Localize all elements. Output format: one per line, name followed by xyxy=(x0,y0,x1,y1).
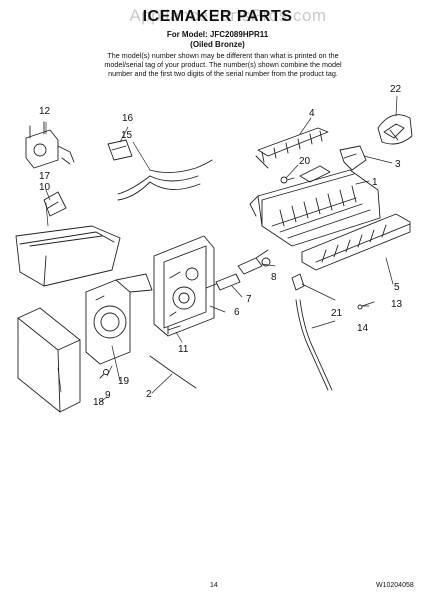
part-wire-harness xyxy=(149,355,197,389)
part-stripper-rail xyxy=(301,213,411,271)
part-screw-11 xyxy=(167,325,181,335)
callout-16: 16 xyxy=(122,113,134,124)
callout-15: 15 xyxy=(121,130,133,141)
callout-20: 20 xyxy=(299,156,311,167)
callout-2: 2 xyxy=(146,389,152,400)
callout-9: 9 xyxy=(105,390,111,401)
part-shutoff-arm xyxy=(339,145,367,171)
part-fill-bracket xyxy=(43,191,67,217)
callout-7: 7 xyxy=(246,294,252,305)
part-cover xyxy=(17,307,81,413)
part-water-valve xyxy=(25,121,75,169)
document-id: W10204058 xyxy=(376,582,414,589)
callout-6: 6 xyxy=(234,307,240,318)
model-line: For Model: JFC2089HPR11 xyxy=(166,30,269,39)
part-module xyxy=(85,273,153,365)
part-harness-15 xyxy=(117,159,213,201)
leader-lines xyxy=(45,95,398,403)
part-ejector xyxy=(255,127,329,169)
callout-8: 8 xyxy=(271,272,277,283)
callout-12: 12 xyxy=(39,106,51,117)
part-screw-13 xyxy=(357,301,375,310)
part-clamp xyxy=(107,139,133,161)
callout-19: 19 xyxy=(118,376,130,387)
callout-4: 4 xyxy=(309,108,315,119)
callout-labels: 1 2 3 4 5 6 7 8 9 10 11 12 13 14 15 16 1… xyxy=(39,84,403,408)
part-screw-20 xyxy=(280,176,295,184)
part-ice-bucket xyxy=(15,225,121,287)
callout-3: 3 xyxy=(395,159,401,170)
part-thermostat xyxy=(237,249,271,275)
part-fill-cup xyxy=(377,114,413,145)
callout-22: 22 xyxy=(390,84,402,95)
callout-14: 14 xyxy=(357,323,369,334)
finish-label: (Oiled Bronze) xyxy=(190,40,245,49)
part-screw-9 xyxy=(99,369,109,379)
part-shaft xyxy=(205,273,241,291)
callout-13: 13 xyxy=(391,299,403,310)
part-clip xyxy=(291,273,305,291)
callout-17: 17 xyxy=(39,171,51,182)
part-motor-housing xyxy=(153,235,215,337)
watermark: AppliancePartsPros.com xyxy=(129,6,327,25)
callout-11: 11 xyxy=(178,344,189,355)
callout-1: 1 xyxy=(372,177,378,188)
page-title: ICEMAKER PARTS xyxy=(142,8,293,25)
part-ice-mold xyxy=(249,165,381,247)
callout-5: 5 xyxy=(394,282,400,293)
callout-18: 18 xyxy=(93,397,105,408)
part-fill-tube xyxy=(295,299,333,391)
callout-10: 10 xyxy=(39,182,51,193)
page-number: 14 xyxy=(210,582,218,589)
callout-21: 21 xyxy=(331,308,343,319)
model-note: The model(s) number shown may be differe… xyxy=(104,51,342,78)
